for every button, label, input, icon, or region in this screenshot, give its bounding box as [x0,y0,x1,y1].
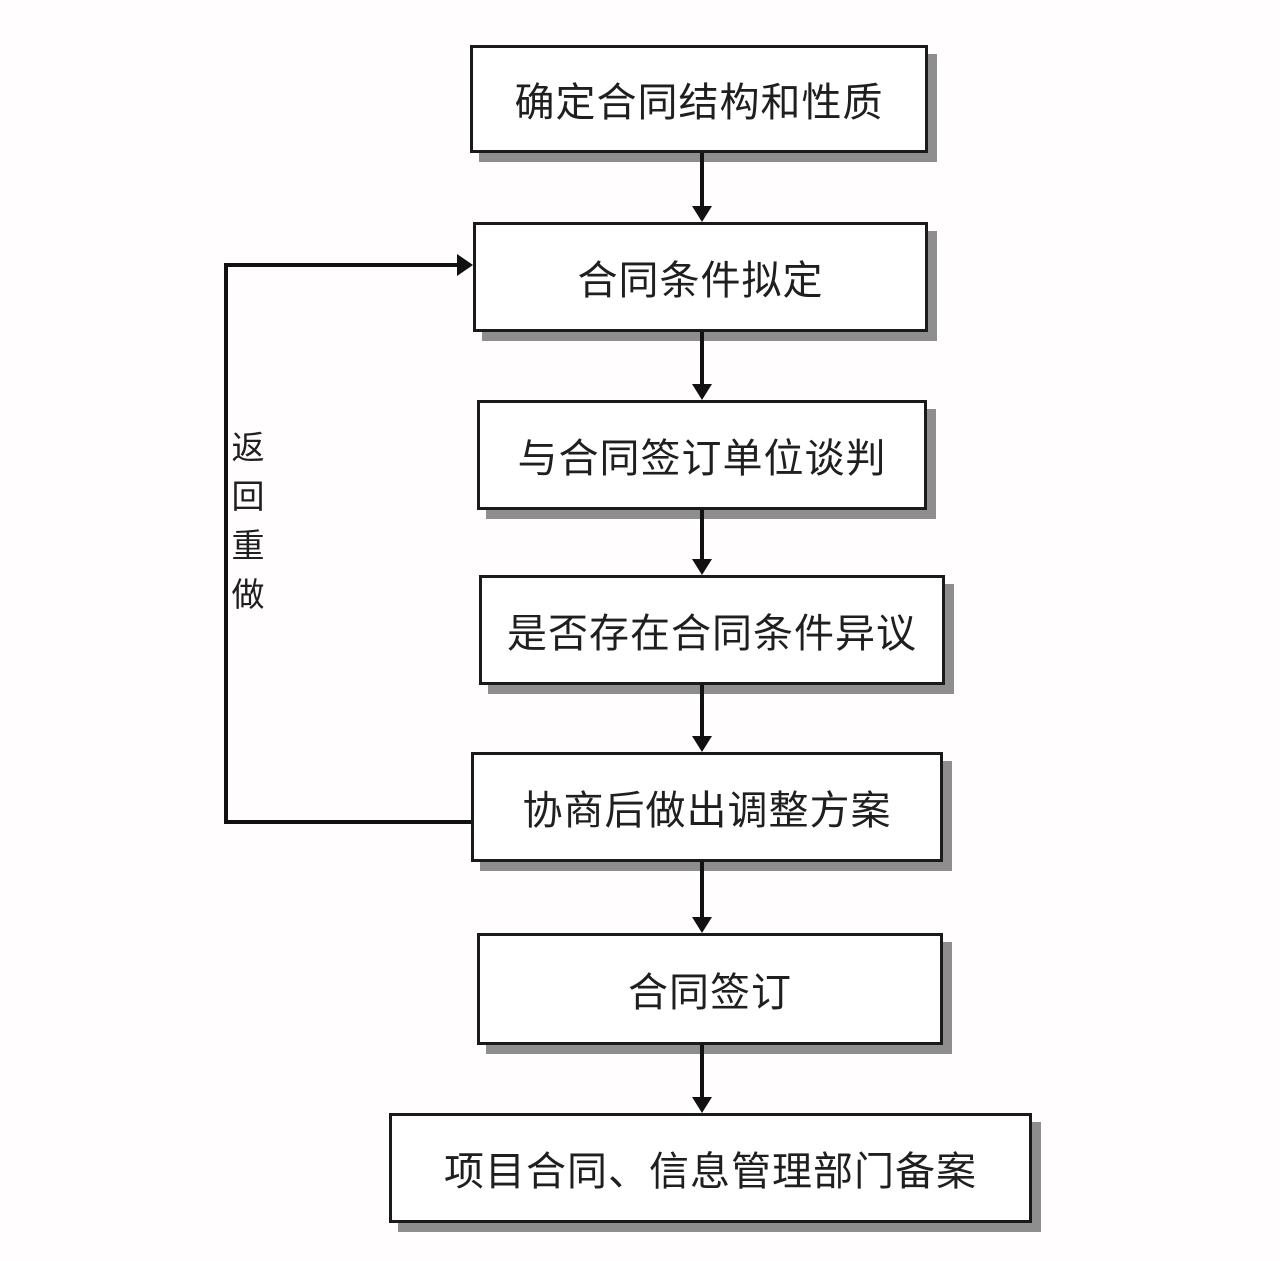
arrow-down-icon [692,1097,712,1113]
arrow-line-4-5 [700,685,704,736]
node-check-term-objections: 是否存在合同条件异议 [479,575,945,685]
node-post-negotiation-adjustment-plan: 协商后做出调整方案 [471,752,943,862]
node-label: 协商后做出调整方案 [522,788,892,833]
node-label: 合同条件拟定 [577,258,824,303]
node-contract-signing: 合同签订 [477,933,943,1045]
arrow-right-icon [457,254,473,276]
node-label: 合同签订 [628,970,792,1015]
node-label: 与合同签订单位谈判 [517,436,887,481]
arrow-line-3-4 [700,510,704,559]
node-negotiate-with-signing-unit: 与合同签订单位谈判 [477,400,927,510]
arrow-down-icon [692,559,712,575]
node-draft-contract-terms: 合同条件拟定 [473,222,928,332]
loop-back-vertical-line [224,263,228,824]
arrow-line-2-3 [700,332,704,384]
arrow-down-icon [692,917,712,933]
arrow-line-5-6 [700,862,704,917]
node-label: 是否存在合同条件异议 [507,611,917,656]
loop-back-top-line [224,263,457,267]
loop-back-label: 返回重做 [226,430,262,626]
arrow-line-6-7 [700,1045,704,1097]
arrow-down-icon [692,206,712,222]
arrow-line-1-2 [700,153,704,206]
loop-back-bottom-line [224,820,471,824]
node-label: 项目合同、信息管理部门备案 [444,1149,977,1194]
node-determine-contract-structure: 确定合同结构和性质 [470,45,928,153]
node-department-filing: 项目合同、信息管理部门备案 [389,1113,1032,1223]
node-label: 确定合同结构和性质 [514,80,884,125]
arrow-down-icon [692,736,712,752]
arrow-down-icon [692,384,712,400]
